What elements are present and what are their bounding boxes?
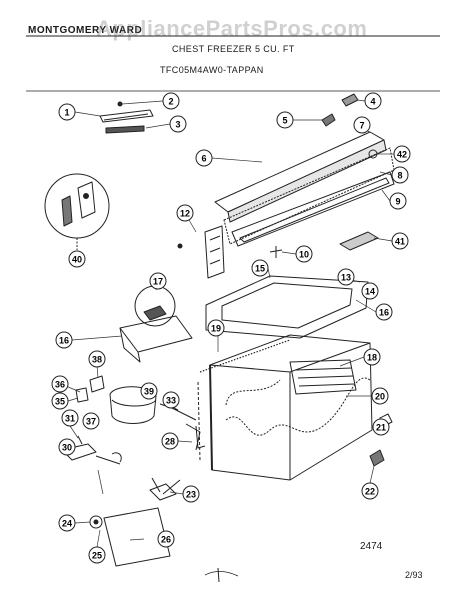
callout-17: 17 xyxy=(149,272,167,290)
svg-text:39: 39 xyxy=(144,387,154,397)
svg-text:5: 5 xyxy=(282,116,287,126)
callout-31: 31 xyxy=(61,409,79,427)
callout-19: 19 xyxy=(207,319,225,337)
svg-text:17: 17 xyxy=(153,277,163,287)
date-code: 2/93 xyxy=(405,570,423,580)
watermark: AppliancePartsPros.com xyxy=(96,16,368,41)
callout-28: 28 xyxy=(161,432,179,450)
callout-21: 21 xyxy=(372,418,390,436)
svg-text:37: 37 xyxy=(86,417,96,427)
svg-text:15: 15 xyxy=(255,264,265,274)
callout-10: 10 xyxy=(295,245,313,263)
callout-6: 6 xyxy=(195,149,213,167)
svg-text:22: 22 xyxy=(365,487,375,497)
callout-24: 24 xyxy=(58,514,76,532)
diagram-number: 2474 xyxy=(360,541,383,552)
callout-9: 9 xyxy=(389,192,407,210)
svg-text:8: 8 xyxy=(397,171,402,181)
callout-20: 20 xyxy=(371,387,389,405)
callout-15: 15 xyxy=(251,259,269,277)
svg-text:4: 4 xyxy=(370,97,375,107)
svg-text:38: 38 xyxy=(92,355,102,365)
callout-23: 23 xyxy=(182,485,200,503)
callout-7: 7 xyxy=(353,116,371,134)
callout-14: 14 xyxy=(361,282,379,300)
svg-text:25: 25 xyxy=(92,551,102,561)
svg-text:31: 31 xyxy=(65,414,75,424)
svg-text:16: 16 xyxy=(379,308,389,318)
callout-22: 22 xyxy=(361,482,379,500)
svg-text:36: 36 xyxy=(55,380,65,390)
callout-37: 37 xyxy=(82,412,100,430)
svg-text:18: 18 xyxy=(367,353,377,363)
svg-text:35: 35 xyxy=(55,397,65,407)
callout-16-frame: 16 xyxy=(375,303,393,321)
svg-text:14: 14 xyxy=(365,287,375,297)
svg-text:24: 24 xyxy=(62,519,72,529)
svg-text:19: 19 xyxy=(211,324,221,334)
svg-text:6: 6 xyxy=(201,154,206,164)
callout-41: 41 xyxy=(391,232,409,250)
svg-text:13: 13 xyxy=(341,273,351,283)
callout-16-control: 16 xyxy=(55,331,73,349)
svg-text:41: 41 xyxy=(395,237,405,247)
callout-8: 8 xyxy=(391,166,409,184)
svg-text:10: 10 xyxy=(299,250,309,260)
svg-text:7: 7 xyxy=(359,121,364,131)
callout-26: 26 xyxy=(157,530,175,548)
callout-3: 3 xyxy=(169,115,187,133)
callout-36: 36 xyxy=(51,375,69,393)
svg-text:28: 28 xyxy=(165,437,175,447)
svg-text:21: 21 xyxy=(376,423,386,433)
header-model: TFC05M4AW0-TAPPAN xyxy=(160,65,264,75)
header-brand: MONTGOMERY WARD xyxy=(28,25,143,36)
svg-text:30: 30 xyxy=(62,443,72,453)
callout-group: 1 2 3 4 5 6 7 8 9 10 12 13 14 15 16 16 1… xyxy=(51,92,411,564)
callout-1: 1 xyxy=(58,103,76,121)
svg-text:33: 33 xyxy=(166,396,176,406)
callout-42: 42 xyxy=(393,145,411,163)
callout-13: 13 xyxy=(337,268,355,286)
svg-text:9: 9 xyxy=(395,197,400,207)
callout-2: 2 xyxy=(162,92,180,110)
svg-text:16: 16 xyxy=(59,336,69,346)
callout-4: 4 xyxy=(364,92,382,110)
svg-text:12: 12 xyxy=(180,209,190,219)
callout-5: 5 xyxy=(276,111,294,129)
svg-text:42: 42 xyxy=(397,150,407,160)
callout-33: 33 xyxy=(162,391,180,409)
callout-25: 25 xyxy=(88,546,106,564)
header-title: CHEST FREEZER 5 CU. FT xyxy=(172,44,295,54)
svg-text:2: 2 xyxy=(168,97,173,107)
callout-18: 18 xyxy=(363,348,381,366)
callout-40: 40 xyxy=(68,250,86,268)
callout-39: 39 xyxy=(140,382,158,400)
svg-text:1: 1 xyxy=(64,108,69,118)
svg-text:23: 23 xyxy=(186,490,196,500)
callout-35: 35 xyxy=(51,392,69,410)
svg-text:40: 40 xyxy=(72,255,82,265)
svg-text:26: 26 xyxy=(161,535,171,545)
svg-text:20: 20 xyxy=(375,392,385,402)
svg-text:3: 3 xyxy=(175,120,180,130)
callout-12: 12 xyxy=(176,204,194,222)
callout-30: 30 xyxy=(58,438,76,456)
callout-38: 38 xyxy=(88,350,106,368)
